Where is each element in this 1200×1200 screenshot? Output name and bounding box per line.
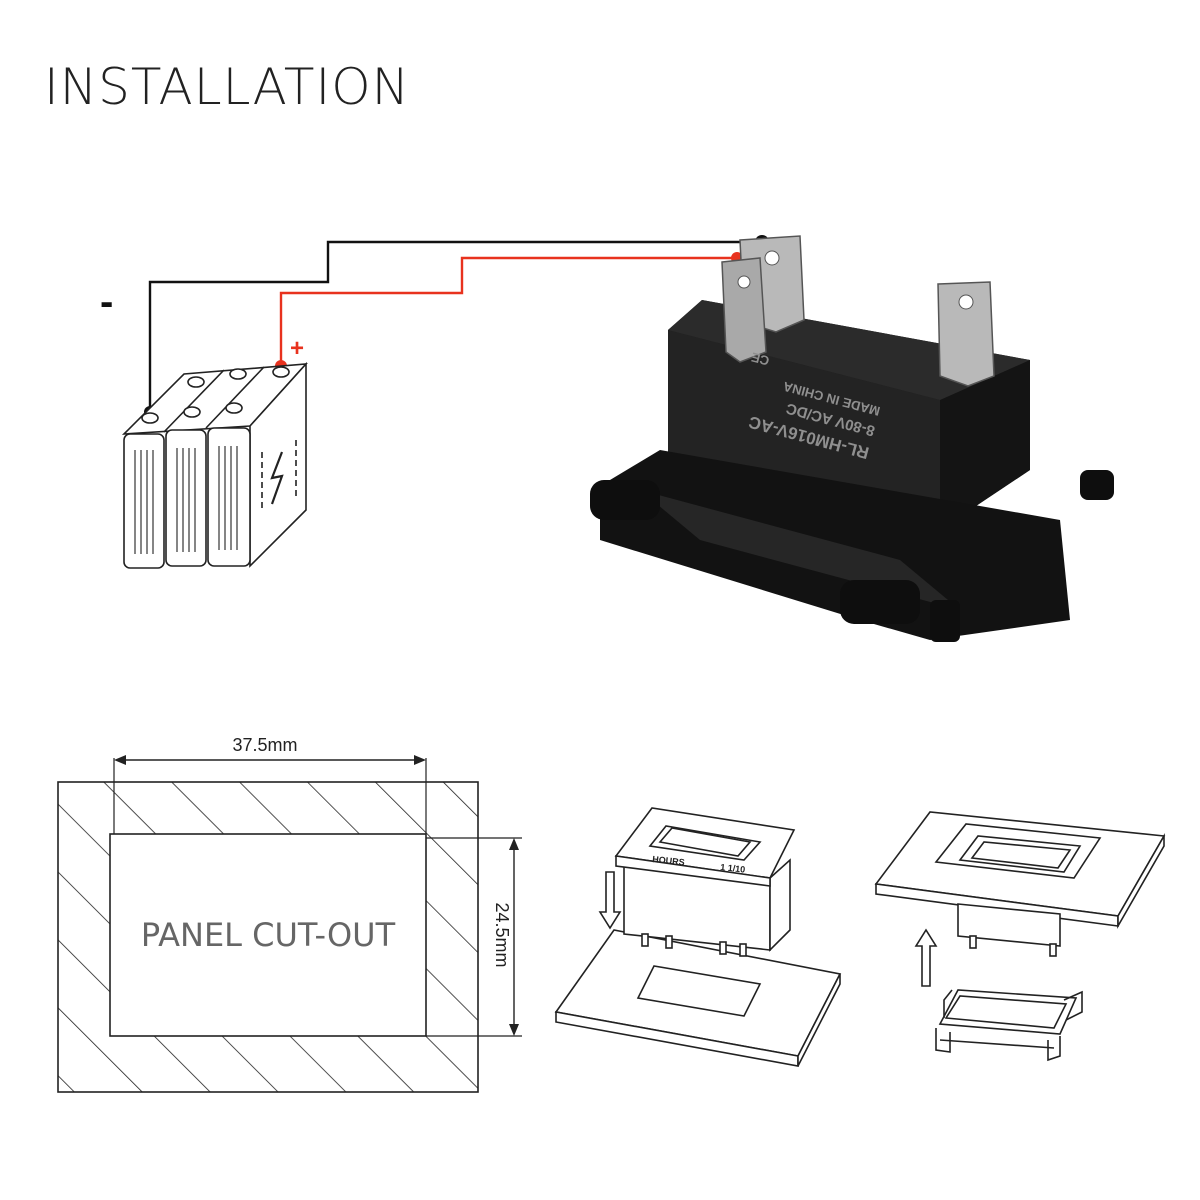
height-dimension-label: 24.5mm [492,902,512,967]
arrow-up-icon [914,928,938,987]
cutout-opening [109,833,427,1037]
lightning-icon [270,451,284,505]
positive-label: + [290,335,304,362]
battery-pack [121,361,308,569]
install-step-insert: HOURS 1 1/10 [554,807,842,1067]
panel-cutout-drawing: 37.5mm 24.5mm PANEL CUT-OUT [57,735,522,1093]
negative-label: - [100,280,113,324]
front-label-scale: 1 1/10 [720,862,746,875]
panel-cutout-label: PANEL CUT-OUT [141,916,396,954]
terminal-third [937,281,995,387]
arrow-down-icon [598,871,622,930]
positive-wire [279,256,737,365]
meter-cert-marks: CE [749,349,771,368]
width-dimension-label: 37.5mm [232,735,297,755]
install-step-clip [874,811,1166,1062]
page-title: INSTALLATION [44,58,410,116]
hour-meter: RL-HM016V-AC 8-80V AC/DC MADE IN CHINA C… [590,235,1114,642]
negative-wire [148,240,762,410]
front-label-hours: HOURS [652,854,685,867]
terminal-positive [721,257,767,363]
